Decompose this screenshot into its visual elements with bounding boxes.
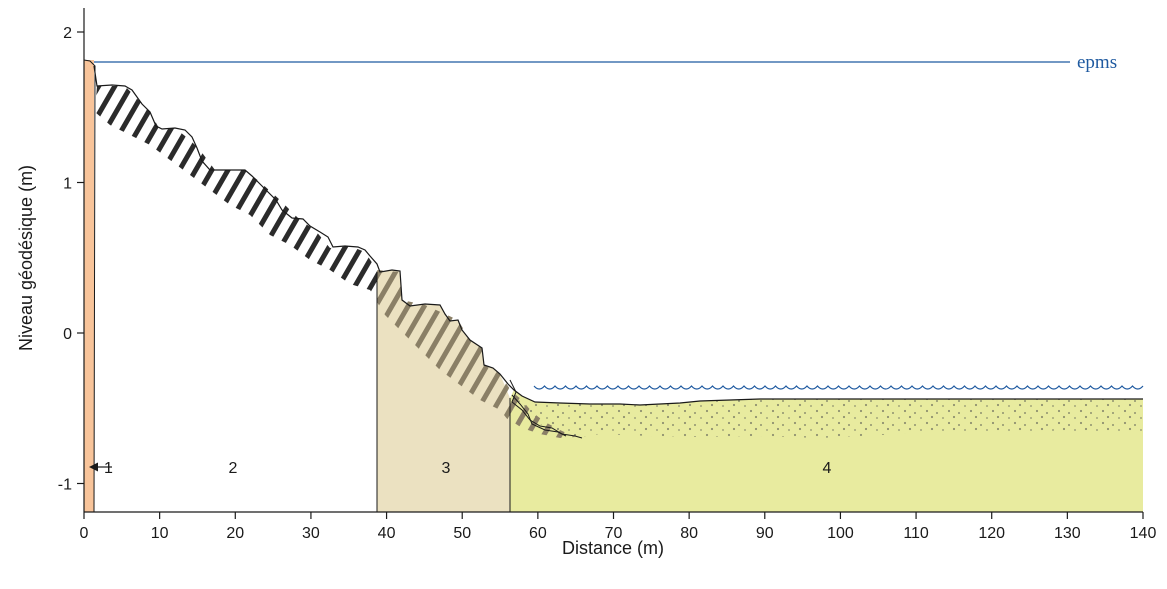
x-tick-label: 90 bbox=[756, 525, 774, 542]
toe-boundary-line-2 bbox=[511, 394, 567, 437]
x-tick-label: 60 bbox=[529, 525, 547, 542]
zone-1-marker: 1 bbox=[89, 460, 113, 477]
y-ticks: 2 1 0 -1 bbox=[58, 25, 84, 494]
x-tick-label: 100 bbox=[827, 525, 854, 542]
sediment-layer bbox=[512, 399, 1143, 438]
x-tick-label: 10 bbox=[151, 525, 169, 542]
x-tick-label: 0 bbox=[80, 525, 89, 542]
zone-1-area bbox=[84, 60, 94, 512]
y-axis-title: Niveau géodésique (m) bbox=[16, 165, 36, 351]
zone-1-label: 1 bbox=[104, 460, 113, 477]
water-surface bbox=[533, 385, 1144, 390]
x-axis-title: Distance (m) bbox=[562, 538, 664, 558]
x-tick-label: 70 bbox=[605, 525, 623, 542]
epms-label: epms bbox=[1077, 52, 1117, 73]
y-tick-label: 2 bbox=[63, 25, 72, 42]
x-tick-label: 40 bbox=[378, 525, 396, 542]
x-tick-label: 110 bbox=[903, 525, 929, 542]
x-tick-label: 50 bbox=[453, 525, 471, 542]
beach-profile-line bbox=[93, 65, 1143, 406]
x-tick-label: 140 bbox=[1130, 525, 1157, 542]
x-ticks: 0 10 20 30 40 50 60 70 80 90 100 110 120 130 140 bbox=[80, 512, 1157, 542]
hatched-slope-upper bbox=[95, 86, 377, 300]
hatched-slope-lower bbox=[377, 270, 510, 423]
y-tick-label: 0 bbox=[63, 326, 72, 343]
zone-2-label: 2 bbox=[229, 460, 238, 477]
x-tick-label: 130 bbox=[1054, 525, 1081, 542]
arrow-left-icon bbox=[89, 462, 98, 472]
x-tick-label: 30 bbox=[302, 525, 320, 542]
zone-1-cap bbox=[83, 59, 96, 513]
x-tick-label: 120 bbox=[978, 525, 1005, 542]
hatched-slope-toe bbox=[510, 390, 575, 438]
zone-3-label: 3 bbox=[442, 460, 451, 477]
x-tick-label: 80 bbox=[680, 525, 698, 542]
zone-4-label: 4 bbox=[823, 460, 832, 477]
y-tick-label: 1 bbox=[63, 176, 72, 193]
y-tick-label: -1 bbox=[58, 477, 72, 494]
x-tick-label: 20 bbox=[226, 525, 244, 542]
